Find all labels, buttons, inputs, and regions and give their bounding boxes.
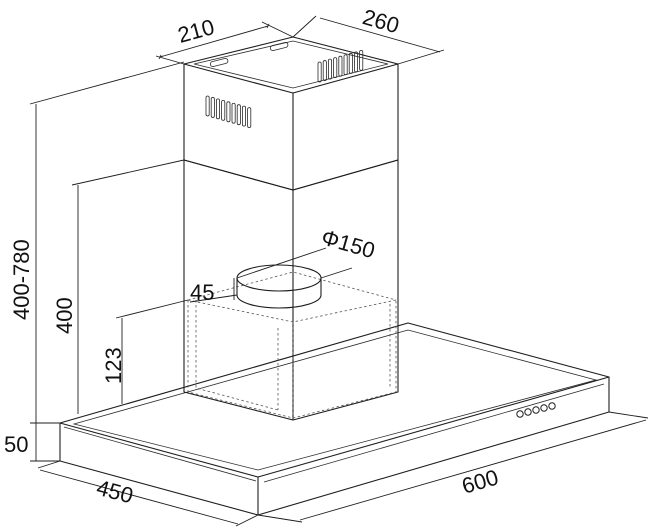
vent-slot xyxy=(231,102,236,124)
dim-canopy-width: 600 xyxy=(459,464,501,498)
knob-1 xyxy=(516,410,524,418)
dim-canopy-thickness: 50 xyxy=(4,432,28,457)
knob-4 xyxy=(540,404,548,412)
duct-collar xyxy=(236,264,322,309)
mounting-slot-1 xyxy=(209,58,229,67)
vent-slot xyxy=(353,51,358,73)
vent-slot xyxy=(322,60,327,81)
vent-slot xyxy=(348,52,353,74)
dim-duct-diameter: Φ150 xyxy=(319,224,378,263)
knob-2 xyxy=(524,408,532,416)
vent-slots-right xyxy=(317,50,364,83)
canopy xyxy=(59,322,610,516)
knob-5 xyxy=(548,402,556,410)
vent-slot xyxy=(359,50,364,71)
vent-slot xyxy=(343,54,348,76)
dim-height-range: 400-780 xyxy=(9,239,34,320)
vent-slot xyxy=(215,98,220,120)
knob-3 xyxy=(532,406,540,414)
dim-top-depth: 260 xyxy=(360,4,402,38)
vent-slots-left xyxy=(205,95,252,128)
vent-slot xyxy=(338,55,343,77)
dimension-lines xyxy=(29,15,649,527)
vent-slot xyxy=(210,97,215,118)
vent-slot xyxy=(226,101,231,123)
vent-slot xyxy=(221,99,226,121)
dim-height-400: 400 xyxy=(52,297,77,334)
motor-box-hidden xyxy=(187,271,397,419)
control-panel xyxy=(516,402,556,418)
vent-slot xyxy=(241,105,246,127)
vent-slot xyxy=(205,95,210,117)
vent-slot xyxy=(236,104,241,126)
vent-slot xyxy=(317,61,322,83)
dim-motor-height: 123 xyxy=(101,347,126,384)
vent-slot xyxy=(247,107,252,128)
vent-slot xyxy=(333,57,338,79)
dim-collar-height: 45 xyxy=(190,280,214,305)
mounting-slot-2 xyxy=(269,42,289,51)
vent-slot xyxy=(327,58,332,80)
